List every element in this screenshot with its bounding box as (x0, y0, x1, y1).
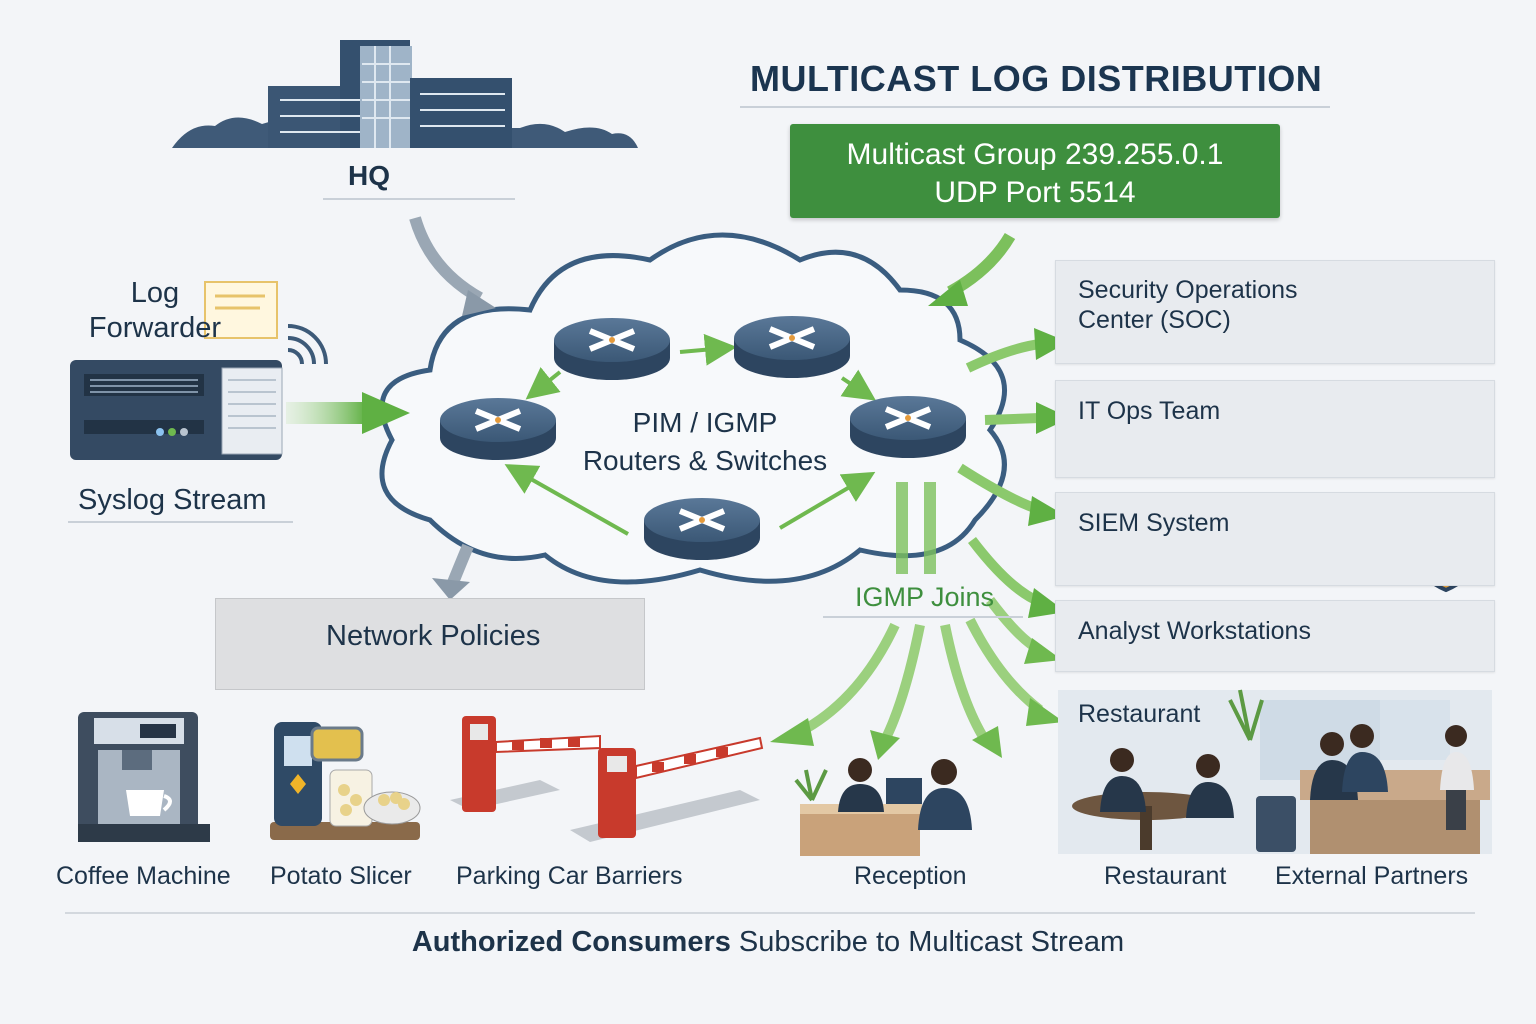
log-forwarder-label-line1: Log (130, 277, 180, 309)
soc-label-line1: Security Operations (1078, 276, 1298, 304)
syslog-stream-label: Syslog Stream (78, 484, 267, 516)
soc-label-line2: Center (SOC) (1078, 306, 1231, 334)
parking-barriers-label: Parking Car Barriers (456, 862, 683, 890)
title-divider (740, 106, 1330, 108)
itops-label: IT Ops Team (1078, 397, 1221, 425)
siem-panel: SIEM System (1055, 492, 1495, 586)
igmp-divider (823, 616, 1023, 618)
footer-bold: Authorized Consumers (411, 926, 731, 958)
router-links (504, 333, 876, 536)
multicast-group-label: Multicast Group 239.255.0.1 (846, 138, 1224, 171)
network-policies-label: Network Policies (326, 620, 541, 652)
igmp-joins-label: IGMP Joins (855, 582, 995, 612)
hq-building-icon (172, 40, 638, 148)
restaurant-label: Restaurant (1104, 862, 1227, 890)
router-icon (440, 398, 556, 460)
reception-scene-icon (794, 758, 972, 856)
multicast-port-label: UDP Port 5514 (934, 176, 1136, 209)
hq-divider (323, 198, 515, 200)
syslog-divider (68, 521, 293, 523)
router-icon (850, 396, 966, 458)
multicast-group-box: Multicast Group 239.255.0.1 UDP Port 551… (790, 124, 1280, 218)
soc-label: Security Operations Center (SOC) (1078, 275, 1298, 335)
reception-label: Reception (854, 862, 967, 890)
hq-label: HQ (348, 160, 390, 191)
potato-slicer-icon (270, 722, 421, 840)
itops-panel: IT Ops Team (1055, 380, 1495, 478)
analyst-label: Analyst Workstations (1078, 617, 1311, 645)
network-policies-box (215, 598, 645, 690)
footer-divider (65, 912, 1475, 914)
siem-label: SIEM System (1078, 509, 1230, 537)
analyst-panel: Analyst Workstations (1055, 600, 1495, 672)
router-icon (734, 316, 850, 378)
diagram-title: MULTICAST LOG DISTRIBUTION (750, 58, 1323, 99)
router-icon (554, 318, 670, 380)
restaurant-scene (1058, 689, 1492, 854)
potato-slicer-label: Potato Slicer (270, 862, 412, 890)
log-forwarder-label: Log Forwarder (80, 276, 230, 346)
external-partners-label: External Partners (1275, 862, 1469, 890)
coffee-machine-label: Coffee Machine (56, 862, 231, 890)
log-forwarder-server-icon (70, 281, 328, 460)
parking-barrier-icon (450, 716, 764, 842)
coffee-machine-icon (78, 712, 210, 842)
soc-panel: Security Operations Center (SOC) (1055, 260, 1495, 364)
router-icon (644, 498, 760, 560)
footer-rest: Subscribe to Multicast Stream (730, 926, 1125, 958)
network-label: PIM / IGMP Routers & Switches (560, 404, 850, 480)
log-forwarder-label-line2: Forwarder (88, 312, 222, 344)
footer-caption: Authorized Consumers Subscribe to Multic… (0, 926, 1536, 959)
network-label-line1: PIM / IGMP (632, 407, 778, 438)
network-label-line2: Routers & Switches (582, 445, 828, 476)
restaurant-panel-label: Restaurant (1078, 700, 1201, 728)
